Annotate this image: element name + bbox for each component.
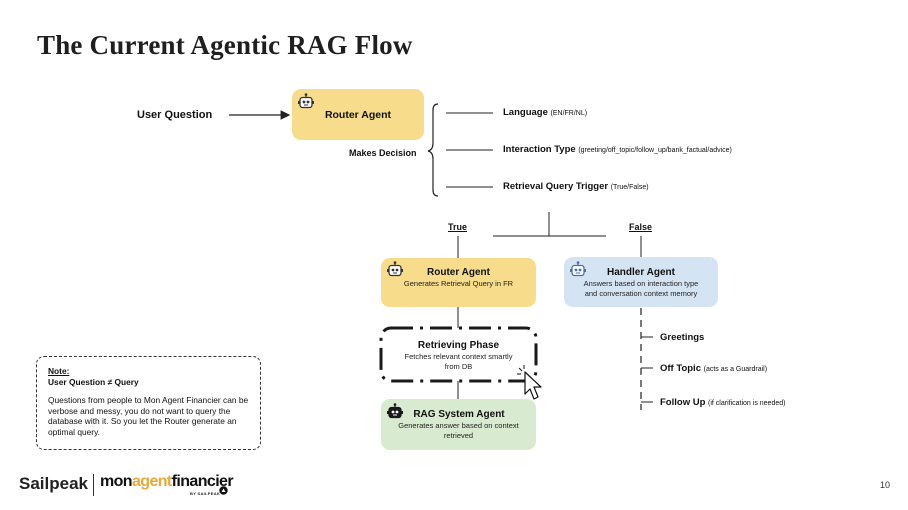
retrieving-phase-border — [379, 326, 538, 383]
rag-system-agent-desc-2: retrieved — [443, 431, 474, 440]
handler-agent-desc-2: and conversation context memory — [584, 289, 698, 298]
branch-false-label: False — [629, 222, 653, 232]
handler-output-greetings: Greetings — [660, 332, 704, 343]
router-agent-mid-box: Router Agent Generates Retrieval Query i… — [381, 258, 536, 307]
note-body: Questions from people to Mon Agent Finan… — [48, 395, 249, 437]
logo-part-mon: mon — [100, 473, 133, 490]
robot-icon — [387, 403, 403, 419]
user-question-label: User Question — [137, 109, 213, 121]
handler-agent-title: Handler Agent — [607, 267, 675, 278]
footer-separator — [93, 474, 94, 496]
decision-interaction-type: Interaction Type (greeting/off_topic/fol… — [503, 144, 732, 155]
router-agent-top-title: Router Agent — [324, 109, 392, 121]
robot-icon — [298, 93, 314, 109]
rag-system-agent-title: RAG System Agent — [413, 409, 505, 420]
decision-interaction-type-detail: (greeting/off_topic/follow_up/bank_factu… — [578, 147, 732, 154]
note-title: Note: — [48, 366, 70, 376]
sailpeak-logo-icon — [219, 486, 228, 495]
retrieving-phase-desc-1: Fetches relevant context smartly — [404, 352, 513, 361]
note-subtitle: User Question ≠ Query — [48, 376, 139, 387]
rag-system-agent-desc-1: Generates answer based on context — [398, 421, 519, 430]
page-title: The Current Agentic RAG Flow — [37, 30, 413, 60]
footer-brand: Sailpeak — [19, 474, 88, 493]
decision-language-label: Language — [503, 107, 548, 118]
logo-part-agent: agent — [131, 473, 172, 490]
decision-brace — [427, 103, 439, 197]
retrieving-phase-desc-2: from DB — [444, 362, 473, 371]
robot-icon — [387, 261, 403, 277]
robot-icon — [570, 261, 586, 277]
footer-logo: monagentfinancier — [100, 473, 234, 491]
handler-agent-desc-1: Answers based on interaction type — [583, 279, 699, 288]
rag-system-agent-box: RAG System Agent Generates answer based … — [381, 399, 536, 450]
handler-output-off-topic-label: Off Topic — [660, 363, 701, 374]
decision-interaction-type-label: Interaction Type — [503, 144, 576, 155]
footer-logo-subtitle: BY SAILPEAK — [190, 491, 221, 496]
page-number: 10 — [880, 480, 891, 490]
router-agent-mid-desc: Generates Retrieval Query in FR — [403, 279, 514, 288]
handler-output-greetings-label: Greetings — [660, 332, 705, 343]
handler-output-off-topic: Off Topic (acts as a Guardrail) — [660, 363, 767, 374]
note-box: Note: User Question ≠ Query Questions fr… — [36, 356, 261, 450]
branch-true-label: True — [448, 222, 468, 232]
decision-language: Language (EN/FR/NL) — [503, 107, 587, 118]
logo-part-financier: financier — [171, 473, 234, 490]
handler-output-follow-up-label: Follow Up — [660, 397, 706, 408]
handler-output-follow-up-detail: (if clarification is needed) — [708, 400, 786, 407]
handler-agent-box: Handler Agent Answers based on interacti… — [564, 257, 718, 307]
handler-output-follow-up: Follow Up (if clarification is needed) — [660, 397, 785, 408]
makes-decision-label: Makes Decision — [349, 148, 417, 158]
router-agent-mid-title: Router Agent — [427, 267, 490, 278]
decision-retrieval-trigger: Retrieval Query Trigger (True/False) — [503, 181, 649, 192]
handler-output-off-topic-detail: (acts as a Guardrail) — [703, 366, 768, 373]
router-agent-top-box: Router Agent — [292, 89, 424, 140]
retrieving-phase-title: Retrieving Phase — [417, 340, 500, 351]
decision-retrieval-trigger-detail: (True/False) — [610, 184, 649, 191]
decision-language-detail: (EN/FR/NL) — [550, 110, 588, 117]
cursor-pointer-icon — [517, 365, 542, 400]
decision-retrieval-trigger-label: Retrieval Query Trigger — [503, 181, 609, 192]
